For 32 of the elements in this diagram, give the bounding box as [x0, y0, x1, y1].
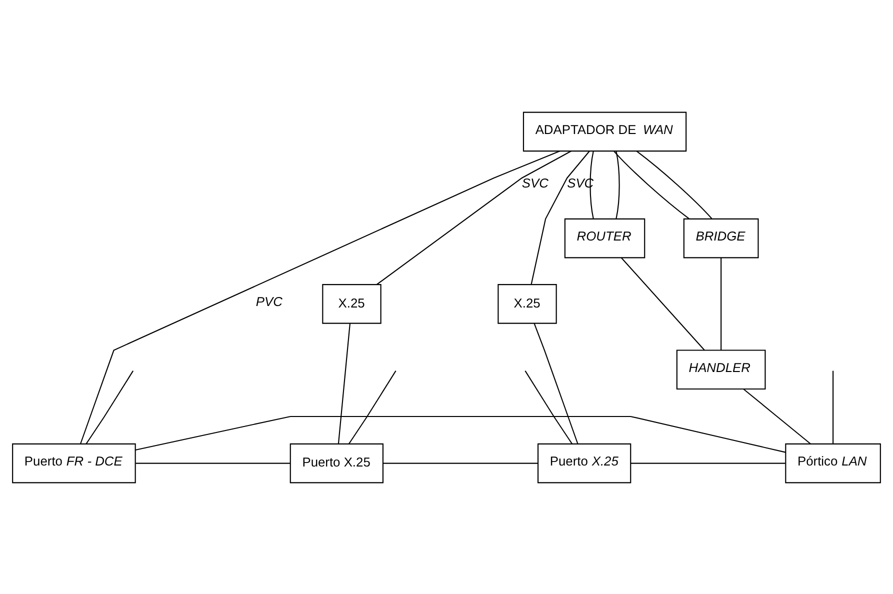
- connector: [614, 150, 690, 219]
- node-box: Puerto FR - DCE: [12, 442, 136, 483]
- edge-label: PVC: [256, 294, 282, 309]
- edge-label: SVC: [522, 174, 548, 190]
- connector: [383, 462, 538, 464]
- connector: [348, 370, 396, 444]
- connector: [720, 257, 722, 350]
- node-box: Puerto X.25: [290, 442, 384, 483]
- connector: [621, 257, 705, 350]
- node-box: X.25: [498, 284, 557, 324]
- connector: [376, 150, 572, 284]
- node-box: ROUTER: [564, 218, 646, 258]
- connector: [743, 388, 811, 444]
- connector: [530, 150, 590, 284]
- connector: [534, 322, 578, 444]
- connector: [338, 322, 351, 444]
- connector: [616, 150, 620, 218]
- connector: [636, 150, 712, 218]
- node-box: X.25: [322, 284, 382, 324]
- node-box: ADAPTADOR DE WAN: [522, 111, 687, 152]
- connector: [630, 462, 786, 464]
- connector: [135, 415, 786, 452]
- node-box: Pórtico LAN: [785, 442, 881, 483]
- connector: [136, 462, 290, 464]
- connector: [524, 370, 572, 444]
- node-box: BRIDGE: [683, 218, 759, 258]
- node-box: HANDLER: [676, 349, 766, 390]
- node-box: Puerto X.25: [537, 442, 632, 483]
- connector: [86, 370, 134, 444]
- connector: [590, 150, 594, 218]
- connector: [80, 150, 560, 444]
- connector: [832, 370, 834, 444]
